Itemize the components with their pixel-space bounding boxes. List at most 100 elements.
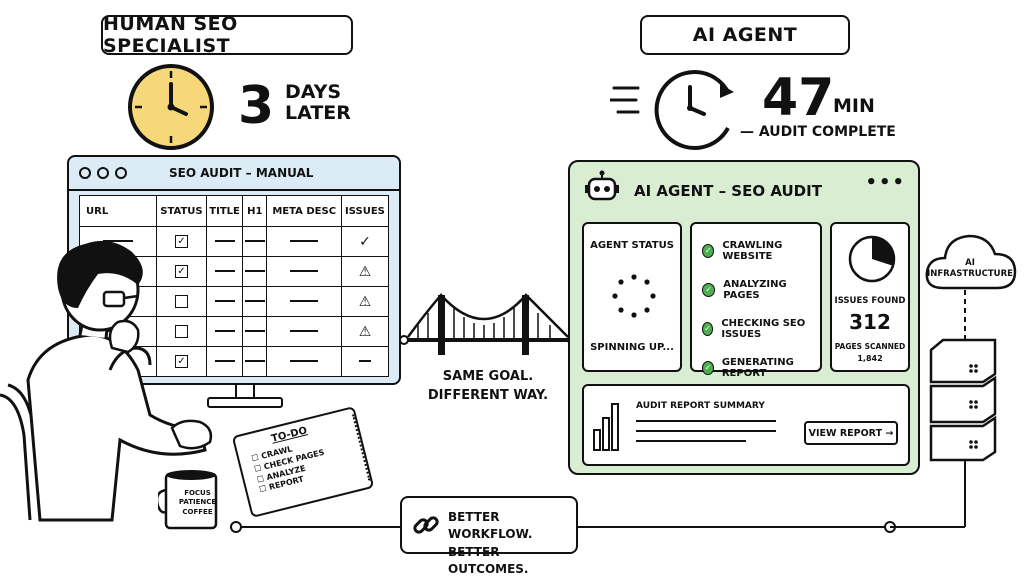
issues-cell bbox=[340, 346, 390, 377]
check-circle-icon: ✓ bbox=[702, 322, 714, 336]
table-row: ✓✓ bbox=[79, 226, 390, 257]
clock-icon bbox=[128, 64, 214, 150]
ellipsis-icon[interactable]: ••• bbox=[865, 172, 906, 193]
human-time-unit-line1: DAYS bbox=[285, 81, 342, 103]
ai-time-unit: MIN bbox=[833, 95, 875, 117]
human-time-unit-line2: LATER bbox=[285, 101, 351, 124]
title-cell bbox=[205, 256, 244, 287]
ai-title-label: AI AGENT bbox=[640, 15, 850, 55]
footer-text: BETTER WORKFLOW. BETTER OUTCOMES. bbox=[448, 509, 576, 579]
column-header: STATUS bbox=[156, 195, 207, 227]
task-item: ✓ANALYZING PAGES bbox=[702, 279, 820, 301]
agent-status-label: AGENT STATUS bbox=[590, 240, 674, 251]
view-report-button[interactable]: VIEW REPORT → bbox=[804, 421, 898, 445]
ai-window-title: AI AGENT – SEO AUDIT bbox=[634, 182, 822, 200]
ai-time-number: 47 bbox=[762, 68, 835, 128]
coffee-mug-icon bbox=[158, 470, 218, 530]
mug-line: COFFEE bbox=[182, 507, 213, 516]
bridge-icon bbox=[399, 293, 577, 355]
infrastructure-label-line2: INFRASTRUCTURE bbox=[927, 269, 1013, 280]
column-header: TITLE bbox=[205, 195, 244, 227]
ai-audit-window: AI AGENT – SEO AUDIT ••• AGENT STATUS SP… bbox=[568, 160, 920, 475]
footer-line1: BETTER WORKFLOW. bbox=[448, 510, 533, 542]
bridge-caption-line2: DIFFERENT WAY. bbox=[427, 387, 549, 403]
title-cell bbox=[205, 346, 244, 377]
link-chain-icon bbox=[413, 516, 439, 534]
human-title-label: HUMAN SEO SPECIALIST bbox=[101, 13, 353, 57]
title-cell bbox=[205, 226, 244, 257]
h1-cell bbox=[242, 256, 268, 287]
human-time-number: 3 bbox=[238, 76, 275, 136]
title-cell bbox=[205, 316, 244, 347]
monitor-stand bbox=[207, 384, 283, 408]
human-title-text: HUMAN SEO SPECIALIST bbox=[103, 13, 238, 57]
h1-cell bbox=[242, 346, 268, 377]
meta-desc-cell bbox=[266, 316, 342, 347]
window-dot-icon bbox=[115, 167, 127, 179]
agent-status-value: SPINNING UP... bbox=[590, 342, 674, 353]
status-cell bbox=[156, 316, 207, 347]
todo-list: ☐ CRAWL ☐ CHECK PAGES ☐ ANALYZE ☐ REPORT bbox=[251, 437, 331, 496]
status-cell: ✓ bbox=[156, 226, 207, 257]
robot-icon bbox=[585, 170, 619, 201]
manual-window-titlebar: SEO AUDIT – MANUAL bbox=[69, 157, 399, 191]
issues-panel: ISSUES FOUND 312 PAGES SCANNED 1,842 bbox=[830, 222, 910, 372]
infrastructure-label-line1: AI bbox=[965, 258, 975, 268]
text-line-placeholder bbox=[636, 430, 776, 432]
pie-chart-icon bbox=[848, 235, 896, 283]
window-dot-icon bbox=[79, 167, 91, 179]
text-line-placeholder bbox=[636, 440, 746, 442]
cloud-icon bbox=[925, 234, 1017, 290]
issues-cell: ⚠ bbox=[340, 256, 390, 287]
h1-cell bbox=[242, 316, 268, 347]
h1-cell bbox=[242, 286, 268, 317]
h1-cell bbox=[242, 226, 268, 257]
person-illustration bbox=[0, 240, 213, 522]
bridge-caption: SAME GOAL. DIFFERENT WAY. bbox=[418, 368, 558, 406]
task-item: ✓CHECKING SEO ISSUES bbox=[702, 318, 820, 340]
pages-scanned-value: 1,842 bbox=[857, 354, 883, 363]
window-dot-icon bbox=[97, 167, 109, 179]
task-list-panel: ✓CRAWLING WEBSITE ✓ANALYZING PAGES ✓CHEC… bbox=[690, 222, 822, 379]
meta-desc-cell bbox=[266, 286, 342, 317]
agent-status-panel: AGENT STATUS SPINNING UP... bbox=[582, 222, 682, 372]
fast-clock-icon bbox=[610, 70, 734, 150]
infrastructure-label: AI INFRASTRUCTURE bbox=[926, 258, 1014, 280]
issues-cell: ⚠ bbox=[340, 286, 390, 317]
bridge-caption-line1: SAME GOAL. bbox=[442, 369, 534, 384]
meta-desc-cell bbox=[266, 226, 342, 257]
issues-value: 312 bbox=[849, 310, 891, 334]
mug-text: FOCUS PATIENCE COFFEE bbox=[170, 489, 225, 517]
column-header: URL bbox=[79, 195, 157, 227]
human-time-unit: DAYS LATER bbox=[285, 82, 351, 124]
bar-chart-icon bbox=[593, 403, 619, 451]
report-summary-title: AUDIT REPORT SUMMARY bbox=[636, 401, 765, 411]
report-summary-panel: AUDIT REPORT SUMMARY VIEW REPORT → bbox=[582, 384, 910, 466]
task-item: ✓GENERATING REPORT bbox=[702, 357, 820, 379]
meta-desc-cell bbox=[266, 346, 342, 377]
footer-box: BETTER WORKFLOW. BETTER OUTCOMES. bbox=[400, 496, 578, 576]
meta-desc-cell bbox=[266, 256, 342, 287]
ai-title-text: AI AGENT bbox=[692, 24, 798, 46]
ai-time-caption: — AUDIT COMPLETE bbox=[740, 124, 896, 140]
check-circle-icon: ✓ bbox=[702, 244, 715, 258]
column-header: ISSUES bbox=[340, 195, 390, 227]
text-line-placeholder bbox=[636, 420, 776, 422]
status-cell: ✓ bbox=[156, 346, 207, 377]
task-item: ✓CRAWLING WEBSITE bbox=[702, 240, 820, 262]
column-header: H1 bbox=[242, 195, 268, 227]
column-header: META DESC bbox=[266, 195, 342, 227]
check-circle-icon: ✓ bbox=[702, 361, 714, 375]
table-header-row: URL STATUS TITLE H1 META DESC ISSUES bbox=[79, 195, 390, 227]
mug-line: FOCUS bbox=[184, 489, 211, 497]
issues-cell: ✓ bbox=[340, 226, 390, 257]
manual-window-title: SEO AUDIT – MANUAL bbox=[169, 166, 314, 180]
issues-label: ISSUES FOUND bbox=[834, 296, 906, 306]
pages-scanned-label: PAGES SCANNED bbox=[834, 342, 906, 351]
server-rack-icon bbox=[929, 338, 997, 462]
check-circle-icon: ✓ bbox=[702, 283, 716, 297]
loading-spinner-icon bbox=[612, 274, 656, 318]
issues-cell: ⚠ bbox=[340, 316, 390, 347]
mug-line: PATIENCE bbox=[178, 498, 217, 507]
